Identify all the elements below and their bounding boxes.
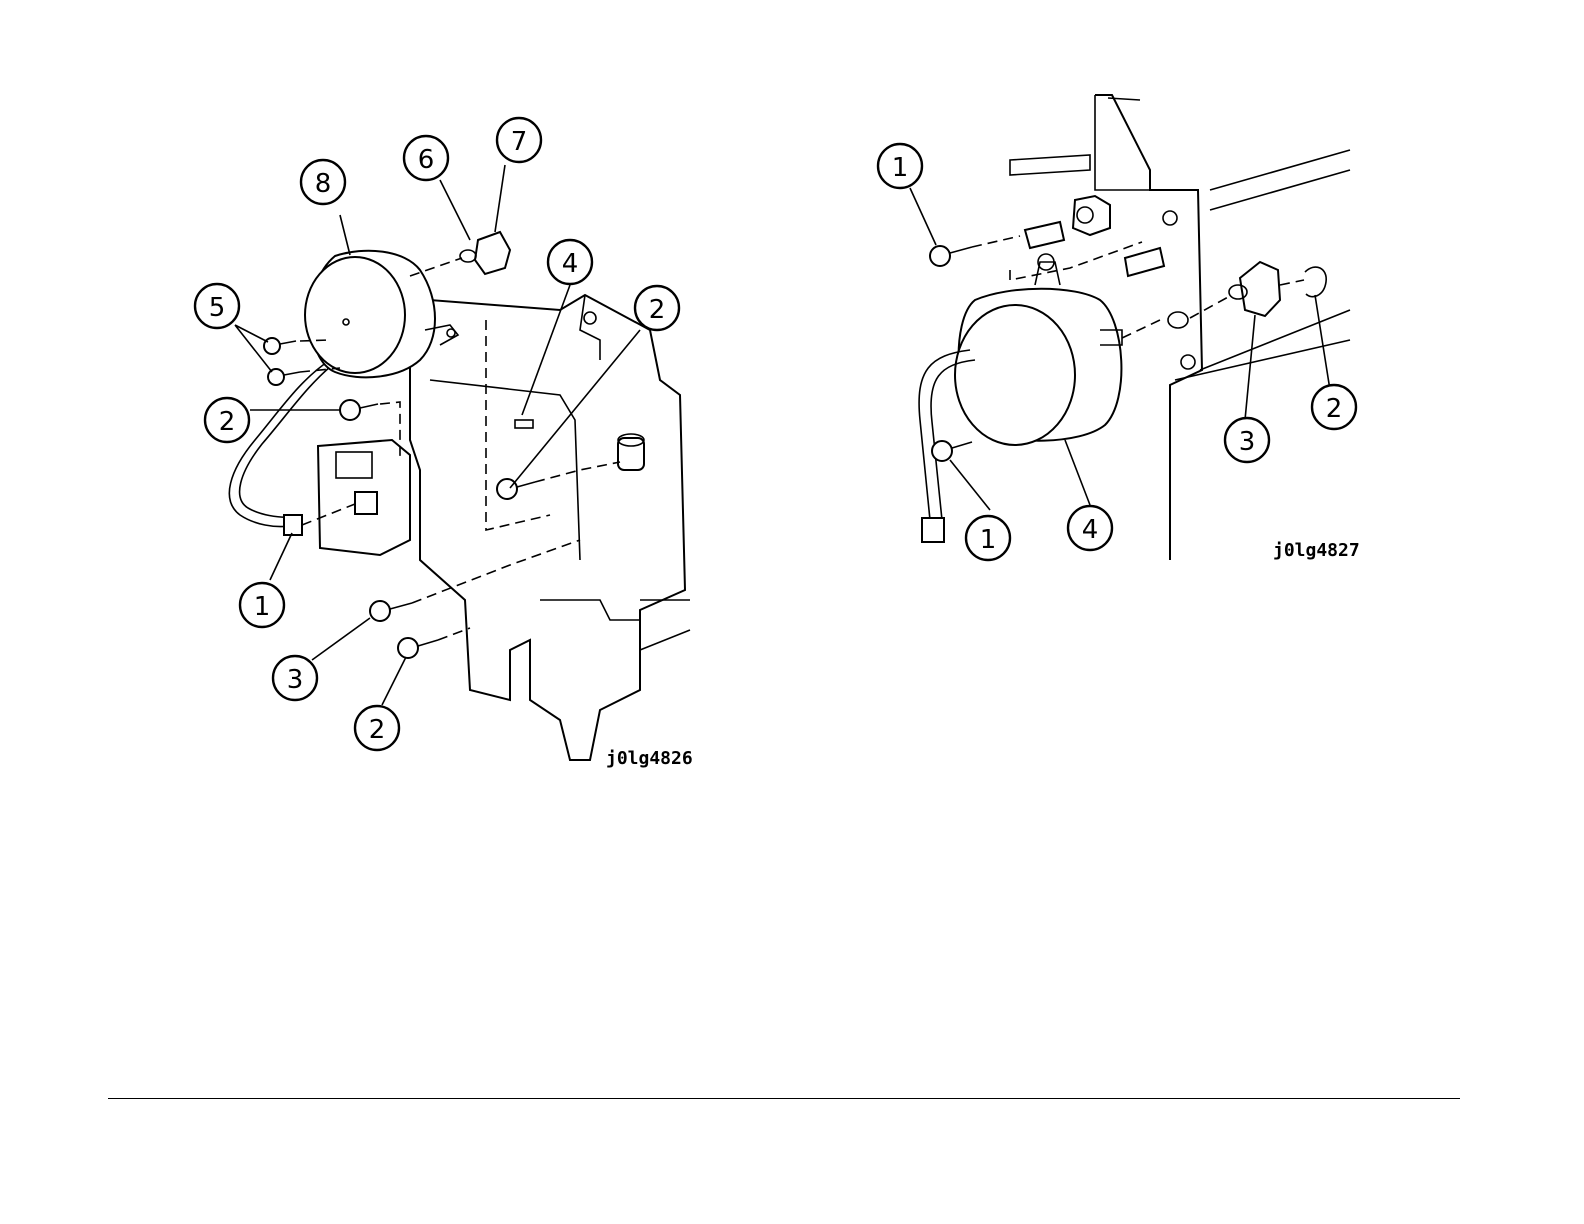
callout-7: 7 <box>497 118 541 162</box>
figure-id-right: j0lg4827 <box>1273 540 1360 561</box>
footer-rule <box>108 1098 1460 1099</box>
screw-5b <box>268 369 300 385</box>
screw-2-lower <box>398 638 438 658</box>
svg-text:6: 6 <box>418 145 435 175</box>
cable-connector <box>922 518 944 542</box>
svg-text:4: 4 <box>1082 515 1099 545</box>
exploded-diagram-left: 8 6 7 4 2 5 2 1 <box>0 0 760 800</box>
callout-5: 5 <box>195 284 239 328</box>
screw-5a <box>264 338 296 354</box>
svg-text:3: 3 <box>287 665 304 695</box>
svg-text:2: 2 <box>219 407 236 437</box>
svg-text:8: 8 <box>315 169 332 199</box>
e-clip <box>1305 267 1326 297</box>
shaft-left <box>1025 222 1064 248</box>
svg-text:2: 2 <box>1326 394 1343 424</box>
screw-3 <box>370 601 412 621</box>
sensor-connector <box>355 492 377 514</box>
callout-2: 2 <box>1312 385 1356 429</box>
svg-text:3: 3 <box>1239 427 1256 457</box>
motor-gear <box>475 232 510 274</box>
frame-plate <box>410 295 685 760</box>
diagram-left-drawing: 8 6 7 4 2 5 2 1 <box>0 0 760 800</box>
callout-3: 3 <box>1225 418 1269 462</box>
svg-text:1: 1 <box>980 525 997 555</box>
callout-6: 6 <box>404 136 448 180</box>
svg-text:1: 1 <box>892 153 909 183</box>
figure-id-left: j0lg4826 <box>606 748 693 769</box>
callout-4: 4 <box>1068 506 1112 550</box>
diagram-right-drawing: 1 1 4 3 2 <box>860 0 1420 600</box>
svg-text:1: 1 <box>254 592 271 622</box>
cable-connector <box>284 515 302 535</box>
callout-4: 4 <box>548 240 592 284</box>
callout-2-right: 2 <box>635 286 679 330</box>
callout-2-left: 2 <box>205 398 249 442</box>
screw-2-upper-left <box>340 400 378 420</box>
svg-text:2: 2 <box>649 295 666 325</box>
standoff <box>618 438 644 470</box>
callout-2-bottom: 2 <box>355 706 399 750</box>
svg-text:2: 2 <box>369 715 386 745</box>
callout-1: 1 <box>240 583 284 627</box>
svg-text:5: 5 <box>209 293 226 323</box>
callout-3: 3 <box>273 656 317 700</box>
svg-text:4: 4 <box>562 249 579 279</box>
screw-1-lower <box>932 441 972 461</box>
exploded-diagram-right: 1 1 4 3 2 j0lg4827 <box>860 0 1420 600</box>
svg-text:7: 7 <box>511 127 528 157</box>
screw-1-upper <box>930 246 972 266</box>
callout-1-lower: 1 <box>966 516 1010 560</box>
upper-gear <box>1073 196 1110 235</box>
callout-8: 8 <box>301 160 345 204</box>
callout-1-upper: 1 <box>878 144 922 188</box>
